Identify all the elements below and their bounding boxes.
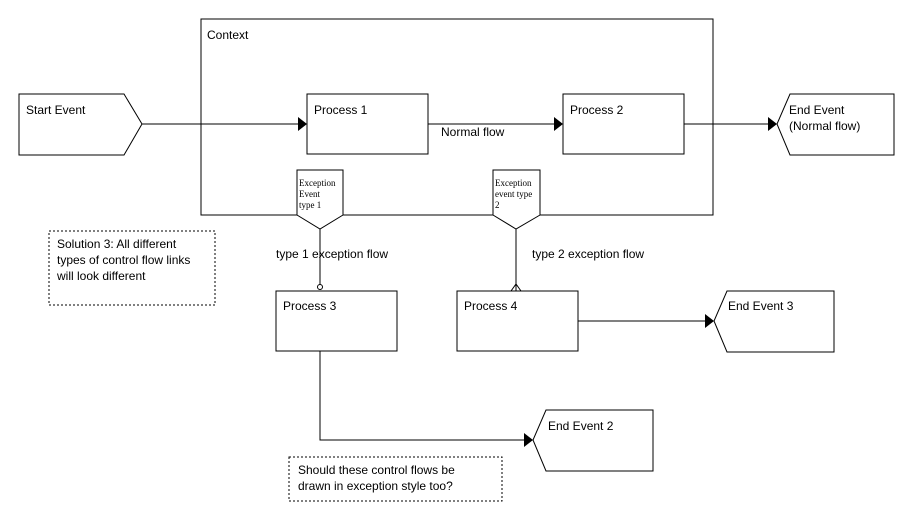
solution-note-line1: Solution 3: All different bbox=[57, 237, 177, 251]
exception-event-2-line2: event type bbox=[495, 189, 532, 199]
end-event-label-1: End Event bbox=[789, 103, 845, 117]
process-1-label: Process 1 bbox=[314, 103, 368, 117]
process-4-box bbox=[456, 290, 579, 352]
exception-event-2-shape bbox=[492, 169, 541, 230]
flow-process3-to-end2 bbox=[319, 351, 524, 441]
process-2-label: Process 2 bbox=[570, 103, 624, 117]
process-3-label: Process 3 bbox=[283, 299, 337, 313]
question-note-line1: Should these control flows be bbox=[298, 463, 455, 477]
arrowhead-end-event bbox=[768, 117, 777, 131]
exception-event-1-line1: Exception bbox=[299, 178, 336, 188]
type1-flow-label: type 1 exception flow bbox=[276, 247, 388, 261]
end-event-3-label: End Event 3 bbox=[728, 299, 794, 313]
end-event-label-2: (Normal flow) bbox=[789, 119, 860, 133]
start-event-label: Start Event bbox=[26, 103, 86, 117]
process-1-box bbox=[306, 93, 429, 155]
type2-flow-crowfoot-marker bbox=[510, 283, 522, 292]
arrowhead-end-event-3 bbox=[705, 314, 714, 328]
start-event-shape bbox=[18, 93, 143, 156]
process-4-label: Process 4 bbox=[464, 299, 518, 313]
exception-event-1-shape bbox=[296, 169, 344, 230]
exception-event-2-line1: Exception bbox=[495, 178, 532, 188]
process-3-box bbox=[275, 290, 398, 352]
question-note-box bbox=[288, 456, 503, 502]
solution-note-box bbox=[48, 230, 216, 306]
solution-note-line2: types of control flow links bbox=[57, 253, 190, 267]
exception-event-1-line2: Event bbox=[299, 189, 320, 199]
context-box bbox=[200, 18, 714, 216]
end-event-2-shape bbox=[532, 409, 654, 472]
end-event-shape bbox=[776, 93, 895, 156]
end-event-3-shape bbox=[713, 290, 835, 353]
normal-flow-label: Normal flow bbox=[441, 125, 505, 139]
context-label: Context bbox=[207, 28, 249, 42]
question-note-line2: drawn in exception style too? bbox=[298, 479, 453, 493]
solution-note-line3: will look different bbox=[56, 269, 146, 283]
type1-flow-circle-marker bbox=[317, 284, 323, 290]
arrowhead-end-event-2 bbox=[524, 433, 533, 447]
exception-event-1-line3: type 1 bbox=[299, 200, 321, 210]
end-event-2-label: End Event 2 bbox=[548, 419, 614, 433]
arrowhead-process2 bbox=[554, 117, 563, 131]
exception-event-2-line3: 2 bbox=[495, 200, 500, 210]
type2-flow-label: type 2 exception flow bbox=[532, 247, 644, 261]
arrowhead-process1 bbox=[298, 117, 307, 131]
